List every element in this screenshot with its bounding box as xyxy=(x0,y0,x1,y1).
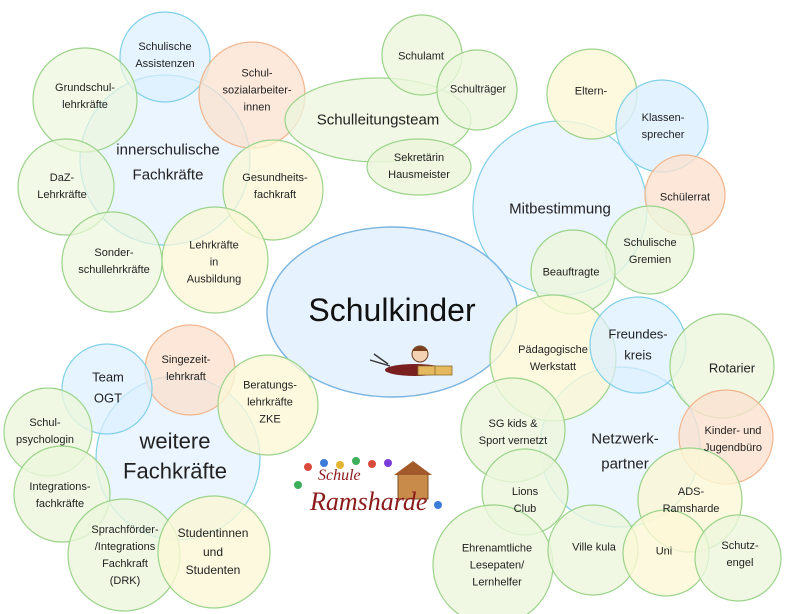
label-schulische-assistenzen: Schulische Assistenzen xyxy=(135,40,195,70)
label-beratung: Beratungs- lehrkräfte ZKE xyxy=(243,379,297,426)
label-klassensprecher: Klassen- sprecher xyxy=(641,111,685,141)
label-schutzengel: Schutz- engel xyxy=(721,539,759,569)
bubble-studenten xyxy=(157,495,271,609)
group-label-mitbestimmung: Mitbestimmung xyxy=(509,200,611,218)
bubble-schulische-assistenzen xyxy=(119,11,211,103)
logo-figures xyxy=(294,457,442,509)
logo-text-ramsharde: Ramsharde xyxy=(310,487,428,516)
label-ville-kula: Ville kula xyxy=(572,541,616,554)
label-sg-kids: SG kids & Sport vernetzt xyxy=(478,417,548,447)
label-lions: Lions Club xyxy=(511,485,539,515)
label-kinder-jugend: Kinder- und Jugendbüro xyxy=(703,424,763,454)
label-gremien: Schulische Gremien xyxy=(623,236,677,266)
label-eltern: Eltern- xyxy=(574,85,608,98)
label-daz: DaZ- Lehrkräfte xyxy=(37,171,87,201)
bubble-sekretaerin xyxy=(366,138,472,196)
label-schuelerrat: Schülerrat xyxy=(659,191,711,204)
label-schulpsychologin: Schul- psychologin xyxy=(15,416,75,446)
label-ausbildung: Lehrkräfte in Ausbildung xyxy=(186,239,242,286)
label-sonder: Sonder- schullehrkräfte xyxy=(78,246,150,276)
bubble-beratung xyxy=(217,354,319,456)
label-gesundheit: Gesundheits- fachkraft xyxy=(242,171,308,201)
bubble-gesundheit xyxy=(222,139,324,241)
label-integration: Integrations- fachkräfte xyxy=(29,480,91,510)
label-grundschul: Grundschul- lehrkräfte xyxy=(55,81,115,111)
group-label-leitung: Schulleitungsteam xyxy=(316,111,440,129)
bubble-schutzengel xyxy=(694,514,782,602)
label-studenten: Studentinnen und Studenten xyxy=(177,526,249,578)
label-sekretaerin: Sekretärin Hausmeister xyxy=(388,151,450,181)
bubble-schultraeger xyxy=(436,49,518,131)
label-team-ogt: Team OGT xyxy=(92,369,124,406)
label-uni: Uni xyxy=(655,545,673,558)
label-sozial: Schul- sozialarbeiter- innen xyxy=(222,67,292,114)
group-label-innerschulisch: innerschulische Fachkräfte xyxy=(116,141,220,183)
label-singezeit: Singezeit- lehrkraft xyxy=(161,353,211,383)
label-paedagogische: Pädagogische Werkstatt xyxy=(518,343,588,373)
reading-child-illustration xyxy=(369,345,453,376)
label-ads: ADS- Ramsharde xyxy=(662,485,720,515)
group-label-netzwerk: Netzwerk- partner xyxy=(591,430,659,472)
label-schulamt: Schulamt xyxy=(398,50,444,63)
logo-text-schule: Schule xyxy=(318,467,361,484)
label-beauftragte: Beauftragte xyxy=(542,266,600,279)
bubble-daz xyxy=(17,138,115,236)
label-sprachfoerder: Sprachförder- /Integrations Fachkraft (D… xyxy=(91,523,159,588)
bubble-ausbildung xyxy=(161,206,269,314)
group-label-weitere: weitere Fachkräfte xyxy=(123,428,227,483)
center-label: Schulkinder xyxy=(308,291,476,328)
label-schultraeger: Schulträger xyxy=(449,83,507,96)
label-ehrenamt: Ehrenamtliche Lesepaten/ Lernhelfer xyxy=(461,542,533,589)
label-freundeskreis: Freundes- kreis xyxy=(608,326,668,363)
school-logo: Schule Ramsharde xyxy=(278,455,453,533)
label-rotarier: Rotarier xyxy=(708,360,756,376)
